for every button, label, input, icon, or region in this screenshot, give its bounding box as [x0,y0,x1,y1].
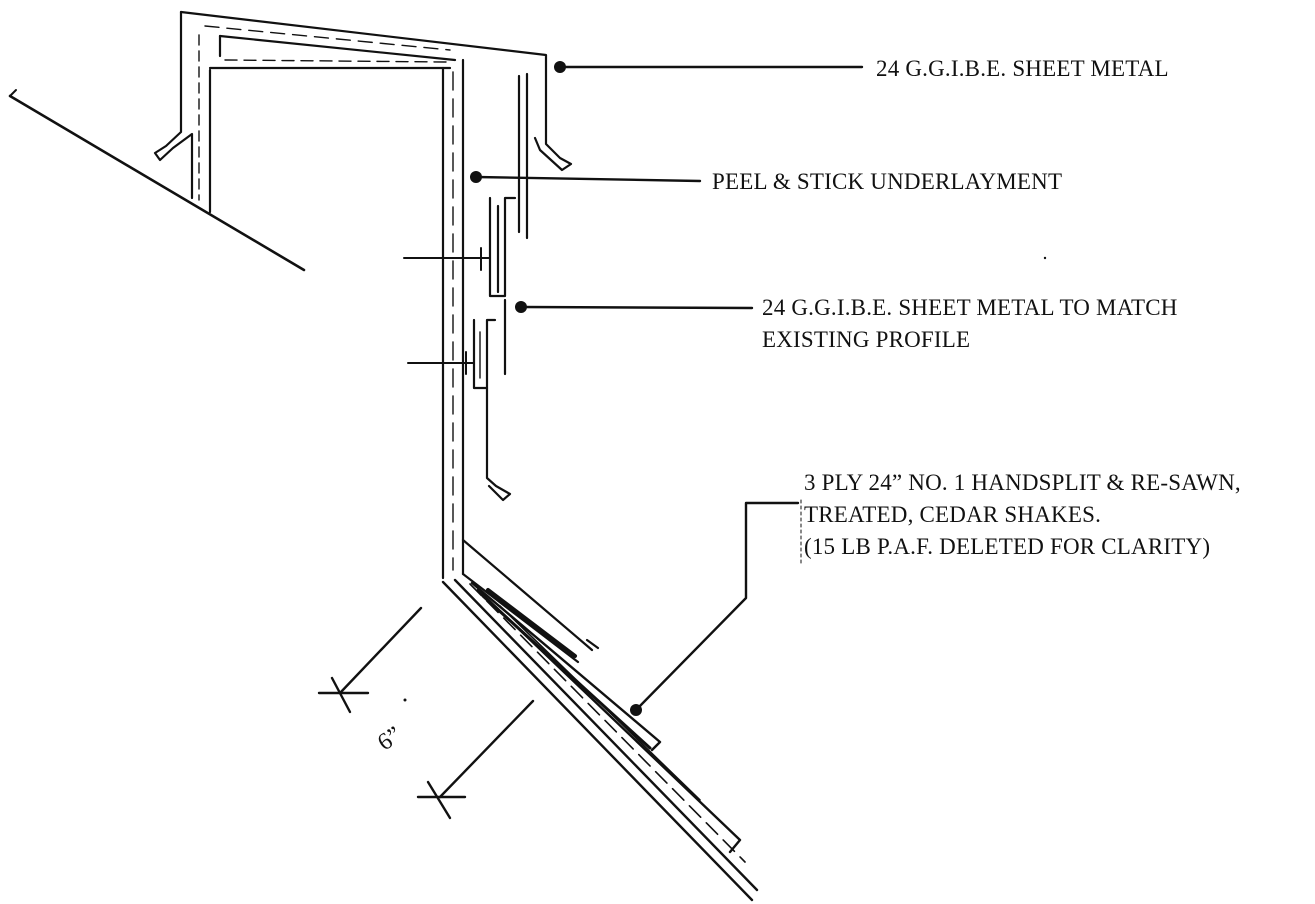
callout-match-profile-line1: 24 G.G.I.B.E. SHEET METAL TO MATCH [762,295,1178,320]
leader-dot [630,704,642,716]
upper-roof-slope [8,89,306,272]
wall-lower-transition [461,386,600,664]
speck [403,698,407,702]
speck [1043,256,1047,260]
callout-underlayment: PEEL & STICK UNDERLAYMENT [712,169,1063,194]
leader-underlayment [470,171,702,183]
counterflashing-upper [403,196,517,298]
callout-shakes-line1: 3 PLY 24” NO. 1 HANDSPLIT & RE-SAWN, [804,470,1241,495]
counterflashing-lower [407,298,507,390]
leader-shakes [630,499,802,716]
leader-dot [515,301,527,313]
sheet-metal-cap [179,10,573,172]
dimension-6-inch [317,256,1047,820]
callout-match-profile-line2: EXISTING PROFILE [762,327,971,352]
leader-sheet-metal [554,61,864,73]
callout-shakes-line2: TREATED, CEDAR SHAKES. [804,502,1102,527]
leader-dot [554,61,566,73]
leader-dot [470,171,482,183]
callout-shakes-line3: (15 LB P.A.F. DELETED FOR CLARITY) [804,534,1211,559]
vertical-wall [441,58,529,580]
leader-match-profile [515,301,754,313]
cricket-left-post [153,10,212,214]
lower-roof-slope [441,578,759,902]
callout-sheet-metal: 24 G.G.I.B.E. SHEET METAL [876,56,1169,81]
